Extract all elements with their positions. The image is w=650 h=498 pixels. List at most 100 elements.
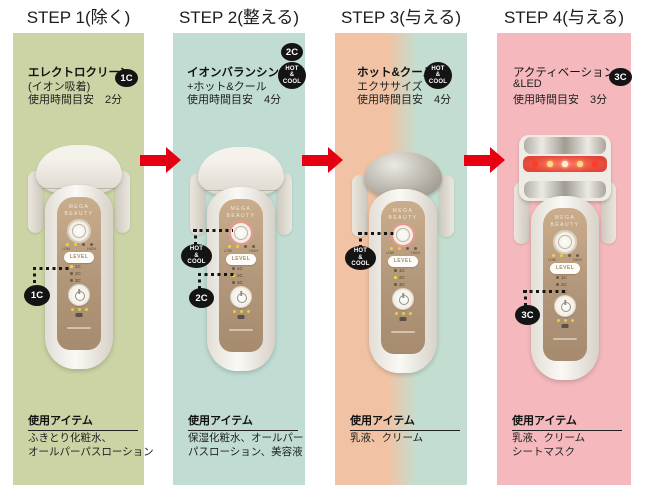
step2-items-heading: 使用アイテム <box>188 412 298 431</box>
level-button: LEVEL <box>550 263 580 274</box>
step2-time: 使用時間目安 4分 <box>187 94 282 106</box>
callout-3c-badge: 3C <box>515 305 540 325</box>
callout-line-v <box>194 229 197 245</box>
maker-logo <box>391 331 415 333</box>
step4-items-heading: 使用アイテム <box>512 412 622 431</box>
step2-mode-sub: +ホット&クール <box>187 81 267 93</box>
step3-items-heading: 使用アイテム <box>350 412 460 431</box>
indicator-2c: 2C <box>556 282 567 287</box>
cradle-arm-left <box>190 173 205 235</box>
step4-mode-name: アクティベーション <box>513 67 616 79</box>
power-button <box>230 286 252 308</box>
step4-3c-badge: 3C <box>609 68 632 86</box>
cradle-arm-right <box>115 171 130 233</box>
power-button <box>392 288 414 310</box>
callout-1c-badge: 1C <box>24 285 50 306</box>
cradle-arm-right <box>439 175 454 237</box>
step3-mode-sub: エクササイズ <box>357 81 423 93</box>
step1-mode-name: エレクトロクリーン <box>28 67 131 79</box>
level-button: LEVEL <box>226 254 256 265</box>
indicator-3c: 3C <box>70 278 81 283</box>
step3-items-line1: 乳液、クリーム <box>350 432 424 444</box>
roller-bar <box>524 181 606 198</box>
bottom-indicator-dots <box>381 312 425 315</box>
callout-2c-badge: 2C <box>189 288 214 308</box>
mode-button <box>67 219 91 243</box>
bottom-glyph <box>75 313 83 317</box>
indicator-1c: 1C <box>556 275 567 280</box>
level-button: LEVEL <box>388 256 418 267</box>
step3-time: 使用時間目安 4分 <box>357 94 452 106</box>
callout-line-v <box>198 273 201 289</box>
indicator-2c: 2C <box>394 275 405 280</box>
level-indicator-dots <box>219 245 263 248</box>
callout-line-v <box>359 232 362 247</box>
callout-line-h <box>198 273 234 276</box>
bottom-glyph <box>561 324 569 328</box>
cradle-arm-right <box>277 173 292 235</box>
level-indicator-dots <box>543 254 587 257</box>
indicator-3c: 3C <box>232 280 243 285</box>
cradle-arm-left <box>28 171 43 233</box>
cradle-arm-left <box>352 175 367 237</box>
callout-hotcool-badge: HOT&COOL <box>181 244 212 268</box>
level-button: LEVEL <box>64 252 94 263</box>
indicator-1c: 1C <box>394 268 405 273</box>
step4-mode-sub: &LED <box>513 78 542 90</box>
bottom-indicator-dots <box>219 310 263 313</box>
callout-line-h <box>33 267 70 270</box>
maker-logo <box>67 327 91 329</box>
arrow-right-icon <box>302 147 343 174</box>
indicator-3c: 3C <box>394 282 405 287</box>
step1-items-heading: 使用アイテム <box>28 412 138 431</box>
roller-bar <box>524 137 606 154</box>
step2-items-line2: パスローション、美容液 <box>188 446 303 458</box>
step2-items-line1: 保湿化粧水、オールパー <box>188 432 304 444</box>
callout-line-h <box>523 290 567 293</box>
mode-button <box>391 223 415 247</box>
step1-title: STEP 1(除く) <box>26 8 131 27</box>
indicator-1c: 1C <box>70 264 81 269</box>
step2-2c-badge: 2C <box>281 43 303 61</box>
level-indicator-dots <box>57 243 101 246</box>
bottom-indicator-dots <box>543 319 587 322</box>
step2-hotcool-badge: HOT&COOL <box>278 62 306 89</box>
callout-line-h <box>358 232 396 235</box>
mode-button <box>229 221 253 245</box>
step2-mode-name: イオンバランシング <box>187 67 291 79</box>
bottom-glyph <box>237 315 245 319</box>
step4-title: STEP 4(与える) <box>503 8 625 27</box>
device-roller-head <box>519 135 611 201</box>
callout-line-v <box>524 290 527 306</box>
step4-items-line2: シートマスク <box>512 446 575 458</box>
step1-items-line2: オールパーパスローション <box>28 446 154 458</box>
bottom-indicator-dots <box>57 308 101 311</box>
step1-items-line1: ふきとり化粧水、 <box>28 432 112 444</box>
step1-time: 使用時間目安 2分 <box>28 94 123 106</box>
step2-panel-content: 2C イオンバランシング HOT&COOL +ホット&クール 使用時間目安 4分… <box>173 33 306 485</box>
power-button <box>68 284 90 306</box>
step4-time: 使用時間目安 3分 <box>513 94 608 106</box>
callout-line-h <box>193 229 233 232</box>
step4-items-line1: 乳液、クリーム <box>512 432 586 444</box>
step1-mode-sub: (イオン吸着) <box>28 81 91 93</box>
